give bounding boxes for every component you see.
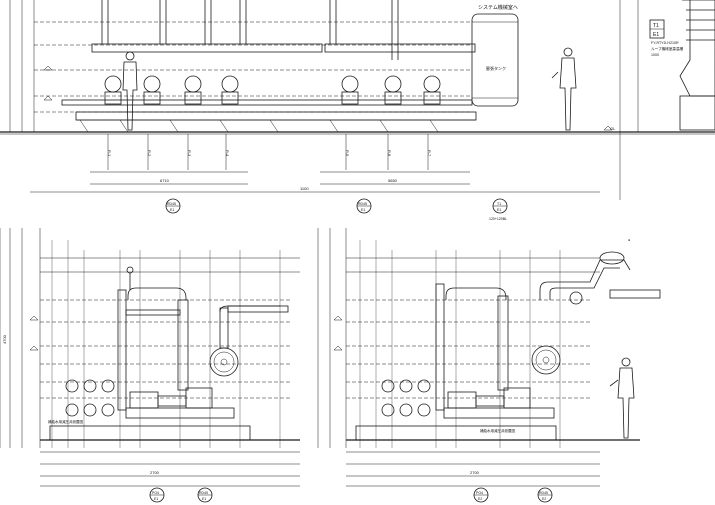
right-note-2: ループ機械室高温槽 [651,46,684,51]
dim-side: 4700 [2,334,7,344]
svg-text:RD45: RD45 [358,202,367,206]
pump-row-top [104,75,441,105]
svg-text:P-5: P-5 [345,150,350,157]
svg-text:P-6: P-6 [387,150,392,157]
section-mark-1: RD45 E1 [165,198,181,214]
right-note-1: FY-RTYD-H210R [651,41,679,45]
svg-text:120+120BL: 120+120BL [489,217,507,221]
right-note-3: 1000 [651,53,659,57]
svg-text:P-3: P-3 [187,150,192,157]
svg-text:E1: E1 [361,208,365,212]
svg-text:RD45: RD45 [539,491,548,495]
svg-text:RD45: RD45 [199,491,208,495]
note-b: 補給水用減圧弁設置図 [480,428,515,433]
tag-box-right: T1 E1 FY-RTYD-H210R ループ機械室高温槽 1000 [649,19,684,57]
svg-text:P-7: P-7 [427,150,432,157]
dim-bot-2: 2700 [470,470,480,475]
person-figure-bottom [609,357,635,439]
svg-text:PO4: PO4 [476,491,483,495]
person-figure-top [551,47,577,131]
svg-text:P-1: P-1 [107,150,112,157]
svg-text:E1: E1 [154,497,158,501]
cooling-tower [679,0,715,131]
bottom-left-elevation: 補給水用減圧弁設置図 2700 4700 PO4 E1 RD45 E1 [0,228,300,503]
expansion-tank: システム機械室へ 膨張タンク [471,4,519,107]
tank-label: 膨張タンク [486,65,506,71]
tag-box-1: T1 [653,23,659,29]
section-mark-2: RD45 E1 [356,198,372,214]
top-elevation: システム機械室へ 膨張タンク T1 E1 FY-RTYD-H210R ループ機械… [0,0,715,221]
pump-tag-row: P-1 P-2 P-3 P-4 P-5 P-6 P-7 [107,150,432,157]
top-note-1: システム機械室へ [478,4,518,11]
svg-text:E1: E1 [202,497,206,501]
svg-text:RD45: RD45 [167,202,176,206]
section-mark-4: PO4 E1 [149,487,165,503]
svg-text:E2: E2 [542,497,546,501]
duct-label: ● [628,238,630,242]
svg-text:E2: E2 [478,497,482,501]
dim-bot-1: 2700 [150,470,160,475]
svg-text:E1: E1 [497,208,501,212]
svg-text:P-2: P-2 [147,150,152,157]
annotation-marks [29,65,613,351]
svg-text:T1: T1 [497,202,501,206]
section-mark-3: T1 E1 120+120BL [489,198,508,221]
section-mark-5: RD45 E1 [197,487,213,503]
section-mark-7: RD45 E2 [537,487,553,503]
person-figure-top-2 [122,51,138,131]
svg-text:P-4: P-4 [225,150,230,157]
bottom-right-elevation: ● 補給水用減圧弁設置図 2700 [317,228,661,503]
tag-box-1-sub: E1 [653,32,659,38]
svg-text:E1: E1 [170,208,174,212]
section-mark-6: PO4 E2 [473,487,489,503]
svg-text:PO4: PO4 [152,491,159,495]
floor-label: GL [610,126,616,131]
dim-top-1: 6710 [160,178,170,183]
dim-top-2: 5650 [388,178,398,183]
dim-top-3: 1100 [300,186,309,191]
note-a: 補給水用減圧弁設置図 [48,419,83,424]
